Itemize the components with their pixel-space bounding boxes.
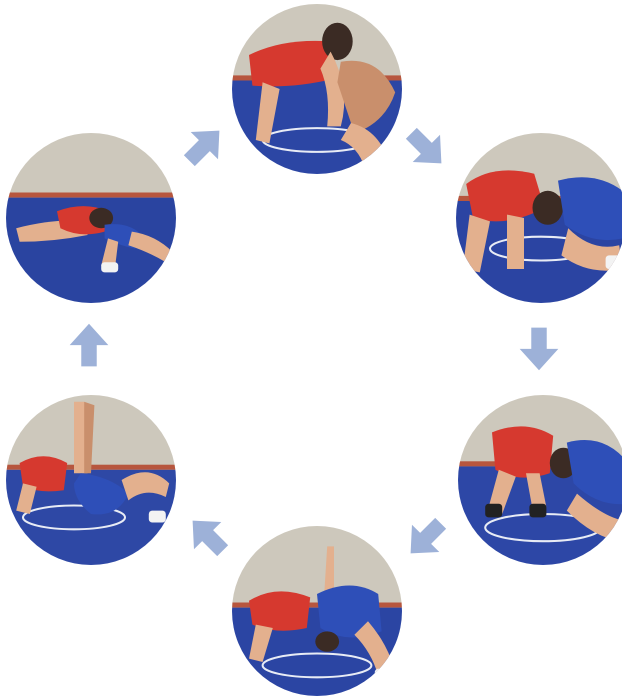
- wrestlers-lift-start-photo: [458, 395, 622, 565]
- arrow-2-to-3-icon: [510, 318, 568, 376]
- arrow-4-to-5-icon: [168, 496, 250, 578]
- step-6-photo: [6, 133, 176, 303]
- step-5-photo: [6, 395, 176, 565]
- arrow-6-to-1-icon: [162, 106, 244, 188]
- wrestlers-leg-raised-photo: [6, 395, 176, 565]
- wrestlers-pinned-on-mat-photo: [6, 133, 176, 303]
- step-2-photo: [456, 133, 622, 303]
- wrestlers-front-headlock-photo: [232, 4, 402, 174]
- step-1-photo: [232, 4, 402, 174]
- arrow-3-to-4-icon: [386, 496, 468, 578]
- arrow-5-to-6-icon: [60, 318, 118, 376]
- step-4-photo: [232, 526, 402, 696]
- wrestlers-head-to-head-photo: [456, 133, 622, 303]
- wrestlers-roll-under-photo: [232, 526, 402, 696]
- step-3-photo: [458, 395, 622, 565]
